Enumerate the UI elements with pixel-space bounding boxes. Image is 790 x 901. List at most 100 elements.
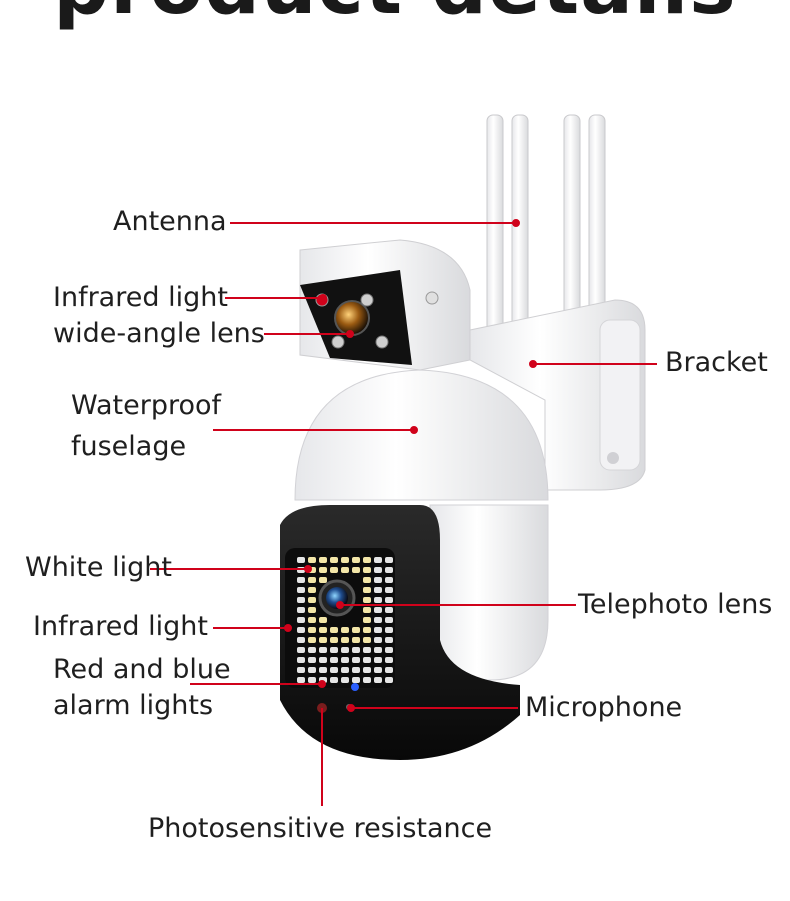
led xyxy=(385,587,393,593)
led xyxy=(385,597,393,603)
led xyxy=(374,587,382,593)
led xyxy=(297,637,305,643)
label-microphone: Microphone xyxy=(525,692,683,723)
led xyxy=(374,677,382,683)
led xyxy=(341,657,349,663)
led xyxy=(341,677,349,683)
label-bracket: Bracket xyxy=(665,347,768,378)
led xyxy=(297,667,305,673)
led xyxy=(308,647,316,653)
led xyxy=(363,607,371,613)
led xyxy=(341,667,349,673)
led xyxy=(297,657,305,663)
led xyxy=(352,557,360,563)
label-telephoto-lens: Telephoto lens xyxy=(578,589,773,620)
led xyxy=(319,667,327,673)
led xyxy=(385,627,393,633)
led xyxy=(363,577,371,583)
led xyxy=(385,567,393,573)
led xyxy=(319,617,327,623)
led xyxy=(374,667,382,673)
led xyxy=(374,627,382,633)
top-camera-unit xyxy=(299,239,471,371)
led xyxy=(385,577,393,583)
led xyxy=(297,577,305,583)
page-title: product details xyxy=(0,0,790,26)
led xyxy=(385,667,393,673)
led xyxy=(308,587,316,593)
led xyxy=(374,657,382,663)
led xyxy=(385,647,393,653)
led xyxy=(374,617,382,623)
led xyxy=(363,647,371,653)
led xyxy=(363,557,371,563)
led xyxy=(308,657,316,663)
led xyxy=(319,627,327,633)
led xyxy=(374,557,382,563)
led xyxy=(385,637,393,643)
dome-body xyxy=(294,369,549,681)
led xyxy=(374,607,382,613)
led xyxy=(319,577,327,583)
led xyxy=(341,637,349,643)
led xyxy=(330,627,338,633)
led xyxy=(374,577,382,583)
led xyxy=(363,617,371,623)
led xyxy=(374,567,382,573)
camera-head xyxy=(280,505,520,760)
led xyxy=(385,657,393,663)
led xyxy=(319,657,327,663)
led xyxy=(308,677,316,683)
led xyxy=(363,597,371,603)
led xyxy=(352,637,360,643)
led xyxy=(319,557,327,563)
led xyxy=(385,607,393,613)
led xyxy=(308,667,316,673)
led xyxy=(297,647,305,653)
label-infrared-light: Infrared light xyxy=(33,611,208,642)
led xyxy=(297,677,305,683)
led xyxy=(352,647,360,653)
led xyxy=(308,577,316,583)
led xyxy=(319,647,327,653)
led xyxy=(363,587,371,593)
led xyxy=(330,657,338,663)
led xyxy=(297,587,305,593)
led xyxy=(363,667,371,673)
led xyxy=(363,567,371,573)
led xyxy=(297,617,305,623)
led xyxy=(297,627,305,633)
led xyxy=(385,617,393,623)
led xyxy=(352,657,360,663)
led xyxy=(352,567,360,573)
led xyxy=(308,557,316,563)
led xyxy=(330,677,338,683)
led xyxy=(374,647,382,653)
led xyxy=(330,647,338,653)
led xyxy=(330,567,338,573)
led xyxy=(363,637,371,643)
led xyxy=(363,657,371,663)
led xyxy=(385,557,393,563)
led xyxy=(308,637,316,643)
label-white-light: White light xyxy=(25,552,172,583)
led xyxy=(330,667,338,673)
led xyxy=(363,677,371,683)
led xyxy=(297,557,305,563)
led xyxy=(385,677,393,683)
led xyxy=(308,617,316,623)
led xyxy=(319,637,327,643)
label-photosensitive-resistance: Photosensitive resistance xyxy=(148,813,493,844)
led xyxy=(352,627,360,633)
led xyxy=(330,637,338,643)
led xyxy=(374,597,382,603)
led xyxy=(297,607,305,613)
led xyxy=(352,667,360,673)
led xyxy=(341,627,349,633)
led xyxy=(352,677,360,683)
led xyxy=(341,567,349,573)
led xyxy=(308,597,316,603)
